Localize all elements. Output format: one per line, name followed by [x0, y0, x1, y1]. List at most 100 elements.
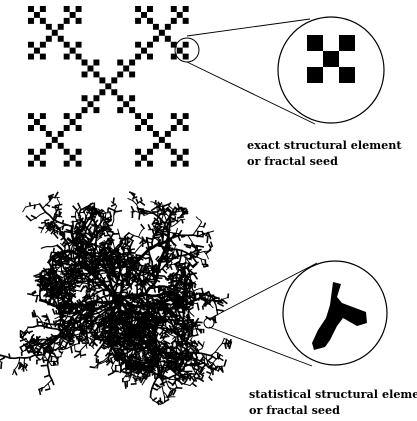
dla-branch	[40, 244, 59, 250]
dla-branch	[166, 288, 172, 293]
dla-branch	[138, 227, 145, 238]
dla-branch	[126, 236, 135, 242]
dla-branch	[102, 344, 110, 349]
dla-branch	[142, 351, 151, 357]
dla-branch	[56, 197, 61, 205]
dla-branch	[168, 271, 175, 277]
dla-branch	[65, 284, 74, 288]
dla-branch	[137, 207, 170, 235]
dla-branch	[105, 267, 119, 278]
dla-branch	[146, 262, 151, 265]
dla-branch	[45, 293, 52, 298]
dla-branch	[136, 313, 140, 320]
dla-branch	[167, 219, 176, 221]
dla-branch	[130, 255, 141, 267]
dla-branch	[182, 267, 188, 271]
dla-branch	[79, 285, 85, 293]
dla-branch	[143, 321, 162, 335]
dla-branch	[166, 206, 172, 213]
dla-branch	[126, 317, 133, 330]
dla-branch	[185, 276, 190, 284]
dla-branch	[182, 305, 186, 313]
dla-branch	[177, 261, 185, 275]
dla-branch	[116, 296, 187, 308]
dla-branch	[158, 299, 165, 303]
dla-branch	[79, 227, 86, 234]
dla-branch	[89, 310, 94, 316]
dla-branch	[163, 209, 174, 225]
dla-branch	[47, 220, 54, 228]
dla-branch	[40, 221, 47, 224]
dla-branch	[223, 359, 227, 367]
dla-branch	[119, 272, 128, 277]
dla-branch	[97, 284, 106, 297]
dla-branch	[68, 293, 77, 299]
dla-branch	[110, 322, 123, 326]
dla-branch	[134, 321, 140, 328]
dla-branch	[50, 290, 59, 295]
dla-branch	[159, 380, 168, 386]
dla-branch	[163, 398, 170, 403]
dla-branch	[187, 306, 194, 312]
dla-branch	[48, 280, 53, 287]
dla-branch	[112, 265, 121, 271]
dla-branch	[46, 344, 55, 386]
dla-branch	[22, 206, 27, 213]
dla-branch	[208, 243, 212, 249]
dla-branch	[133, 296, 138, 303]
dla-branch	[110, 203, 117, 208]
dla-branch	[118, 250, 131, 265]
dla-branch	[27, 346, 34, 350]
dla-branch	[164, 262, 189, 266]
dla-branch	[164, 286, 171, 290]
dla-branch	[185, 207, 188, 214]
dla-branch	[130, 264, 148, 294]
dla-branch	[211, 317, 218, 324]
dla-branch	[44, 227, 51, 234]
dla-branch	[57, 309, 63, 314]
dla-branch	[167, 252, 173, 260]
dla-branch	[125, 280, 129, 287]
dla-branch	[68, 342, 74, 346]
dla-branch	[70, 220, 78, 223]
dla-branch	[130, 205, 135, 213]
dla-branch	[81, 333, 95, 341]
dla-branch	[83, 335, 87, 342]
dla-branch	[57, 320, 62, 328]
dla-branch	[65, 281, 70, 286]
dla-branch	[101, 259, 107, 263]
dla-branch	[112, 370, 119, 373]
dla-branch	[185, 289, 197, 296]
dla-branch	[194, 367, 200, 375]
dla-branch	[74, 222, 78, 229]
dla-branch	[88, 207, 96, 212]
dla-branch	[192, 333, 199, 337]
dla-branch	[116, 282, 131, 287]
dla-branch	[183, 333, 192, 337]
dla-branch	[54, 320, 58, 328]
dla-branch	[68, 331, 74, 336]
dla-branch	[183, 279, 197, 301]
dla-branch	[88, 285, 94, 292]
dla-branch	[62, 332, 71, 338]
dla-branch	[53, 269, 75, 279]
dla-branch	[208, 376, 213, 382]
dla-branch	[217, 300, 224, 305]
dla-branch	[126, 337, 130, 343]
dla-branch	[73, 277, 76, 285]
dla-branch	[208, 295, 212, 302]
dla-branch	[115, 318, 119, 325]
dla-branch	[122, 370, 130, 376]
dla-branch	[27, 292, 34, 296]
dla-branch	[48, 287, 57, 293]
dla-branch	[101, 209, 107, 214]
dla-branch	[188, 270, 192, 282]
dla-branch	[173, 209, 178, 217]
dla-branch	[64, 286, 82, 292]
dla-branch	[170, 386, 179, 393]
dla-branch	[52, 220, 71, 253]
dla-branch	[156, 202, 159, 217]
dla-branch	[50, 279, 55, 285]
dla-branch	[134, 324, 142, 331]
